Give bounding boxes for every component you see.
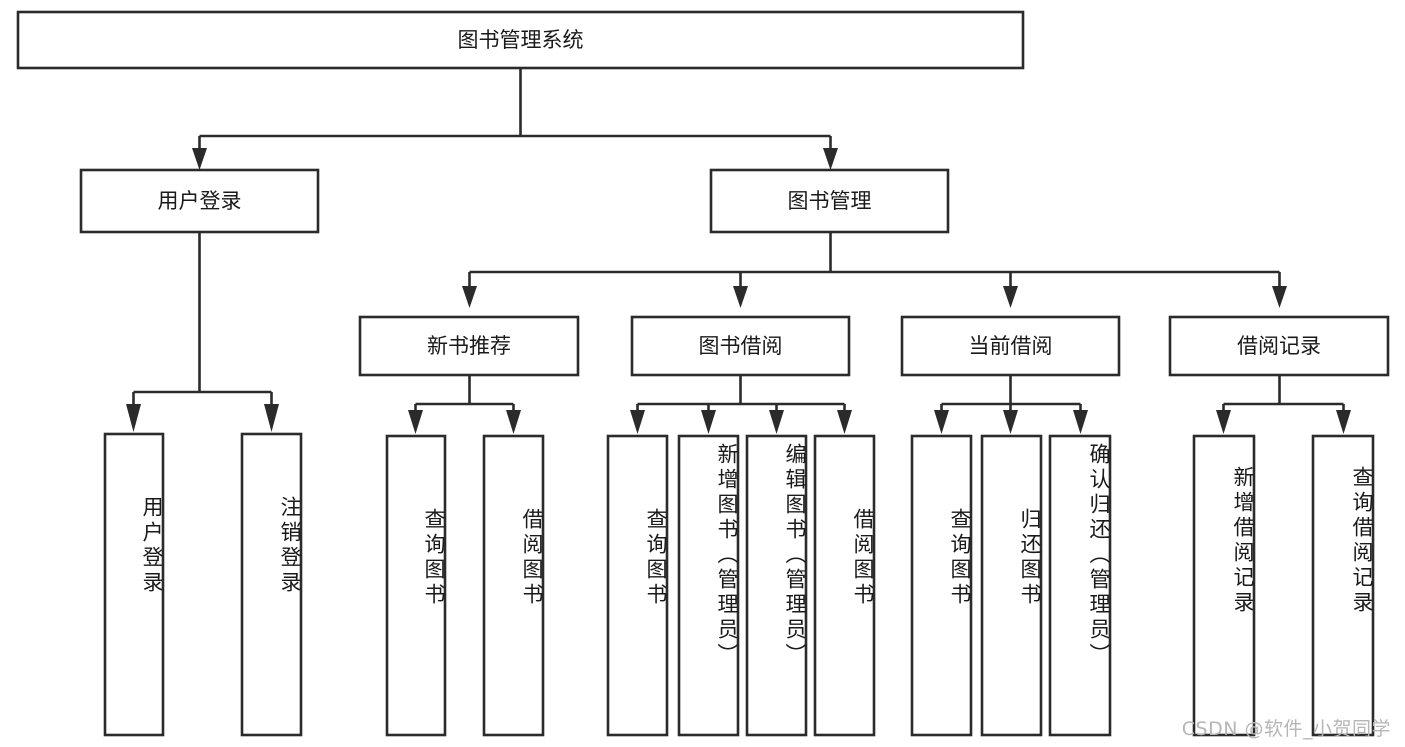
arrow-head-record bbox=[1272, 286, 1287, 308]
node-book-management-label: 图书管理 bbox=[788, 189, 872, 213]
node-current-borrow-label: 当前借阅 bbox=[969, 334, 1053, 358]
leaf-box-add-record[interactable] bbox=[1192, 434, 1256, 737]
node-root-system[interactable]: 图书管理系统 bbox=[16, 10, 1025, 70]
arrow-head-user-login bbox=[192, 148, 207, 170]
arrow-head-newbook bbox=[462, 286, 477, 308]
arrow-head-leaf-logout bbox=[264, 404, 279, 432]
arrow-head-current-return bbox=[1003, 410, 1018, 434]
leaf-box-query-book-3[interactable] bbox=[910, 434, 973, 737]
connector-group-newbook-leaves bbox=[408, 375, 521, 434]
leaf-box-borrow-book-1[interactable] bbox=[482, 434, 545, 737]
node-user-login-label: 用户登录 bbox=[158, 189, 242, 213]
arrow-head-newbook-borrow bbox=[506, 410, 521, 434]
leaf-box-edit-book-admin[interactable] bbox=[745, 434, 808, 737]
arrow-head-leaf-user-login bbox=[126, 404, 141, 432]
node-book-management[interactable]: 图书管理 bbox=[709, 168, 950, 234]
node-borrow-record-label: 借阅记录 bbox=[1237, 334, 1321, 358]
leaf-box-add-book-admin[interactable] bbox=[677, 434, 740, 737]
node-new-book-recommend-box[interactable] bbox=[358, 315, 580, 377]
arrow-head-current-query bbox=[934, 410, 949, 434]
connector-group-current-leaves bbox=[934, 375, 1088, 434]
node-current-borrow-box[interactable] bbox=[900, 315, 1121, 377]
arrow-head-borrow bbox=[733, 286, 748, 308]
connector-group-record-leaves bbox=[1216, 375, 1351, 434]
leaf-box-query-book-1[interactable] bbox=[385, 434, 447, 737]
leaf-box-logout[interactable] bbox=[240, 432, 303, 737]
arrow-head-newbook-query bbox=[408, 410, 423, 434]
node-root-system-box[interactable] bbox=[16, 10, 1025, 70]
node-book-management-box[interactable] bbox=[709, 168, 950, 234]
leaf-box-borrow-book-2[interactable] bbox=[813, 434, 876, 737]
leaf-box-query-book-2[interactable] bbox=[606, 434, 669, 737]
arrow-head-borrow-query bbox=[630, 410, 645, 434]
arrow-head-borrow-add bbox=[701, 410, 716, 434]
arrow-head-record-add bbox=[1216, 410, 1231, 434]
node-new-book-recommend-label: 新书推荐 bbox=[427, 334, 511, 358]
connector-group-root-to-level2 bbox=[192, 68, 838, 170]
arrow-head-current bbox=[1003, 286, 1018, 308]
arrow-head-borrow-edit bbox=[769, 410, 784, 434]
node-root-system-label: 图书管理系统 bbox=[458, 28, 584, 52]
arrow-head-current-confirm bbox=[1073, 410, 1088, 434]
leaf-box-confirm-return[interactable] bbox=[1048, 434, 1112, 737]
leaf-box-return-book[interactable] bbox=[980, 434, 1043, 737]
leaf-box-user-login[interactable] bbox=[103, 432, 165, 737]
arrow-head-record-query bbox=[1336, 410, 1351, 434]
node-current-borrow[interactable]: 当前借阅 bbox=[900, 315, 1121, 377]
node-borrow-record-box[interactable] bbox=[1168, 315, 1390, 377]
node-new-book-recommend[interactable]: 新书推荐 bbox=[358, 315, 580, 377]
leaf-box-query-record[interactable] bbox=[1311, 434, 1375, 737]
connector-group-userlogin-leaves bbox=[126, 232, 279, 432]
node-borrow-record[interactable]: 借阅记录 bbox=[1168, 315, 1390, 377]
node-book-borrow-box[interactable] bbox=[630, 315, 851, 377]
node-user-login-box[interactable] bbox=[79, 168, 320, 234]
node-user-login[interactable]: 用户登录 bbox=[79, 168, 320, 234]
arrow-head-borrow-lend bbox=[837, 410, 852, 434]
connector-group-borrow-leaves bbox=[630, 375, 852, 434]
node-book-borrow-label: 图书借阅 bbox=[699, 334, 783, 358]
node-book-borrow[interactable]: 图书借阅 bbox=[630, 315, 851, 377]
csdn-watermark: CSDN @软件_小贺同学 bbox=[1181, 718, 1391, 740]
leaf-boxes bbox=[103, 432, 1375, 737]
arrow-head-book-manage bbox=[823, 148, 838, 170]
connector-group-bookmanage-to-level3 bbox=[462, 232, 1287, 308]
